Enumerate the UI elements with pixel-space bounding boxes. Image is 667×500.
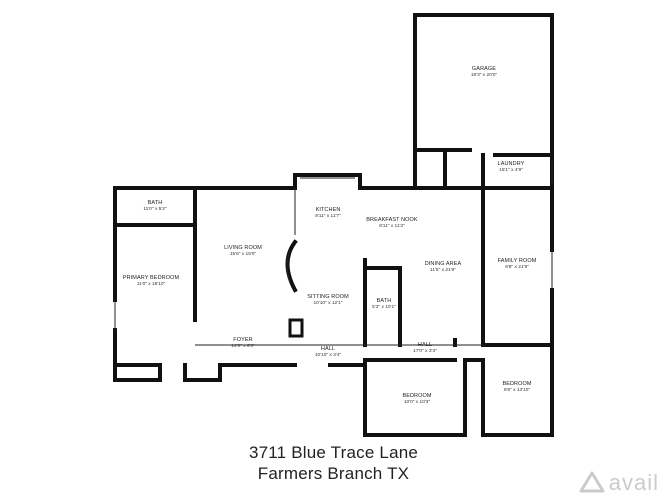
room-dim: 9'8" x 21'9" (505, 264, 529, 270)
room-dim: 11'0" x 5'2" (143, 206, 167, 212)
room-dim: 10'10" x 12'1" (314, 300, 343, 306)
avail-logo-icon (579, 471, 605, 493)
main-walls (113, 173, 554, 437)
room-labels: GARAGE 19'3" x 20'0" LAUNDRY 15'1" x 4'9… (123, 66, 537, 405)
room-name: DINING AREA (425, 261, 462, 267)
watermark-text: avail (608, 470, 659, 495)
watermark: avail (579, 470, 659, 496)
room-dim: 11'5" x 21'9" (430, 267, 456, 273)
room-dim: 5'3" x 10'1" (372, 304, 396, 310)
room-name: KITCHEN (316, 207, 341, 213)
room-dim: 8'11" x 11'7" (315, 213, 341, 219)
room-name: FOYER (233, 337, 252, 343)
stair-curve (285, 239, 304, 338)
room-dim: 19'3" x 20'0" (471, 72, 498, 78)
address-caption: 3711 Blue Trace Lane (248, 443, 419, 462)
room-dim: 14'3" x 6'0" (231, 343, 255, 349)
room-name: PRIMARY BEDROOM (123, 275, 180, 281)
room-dim: 11'0" x 18'10" (137, 281, 166, 287)
room-name: BEDROOM (502, 381, 531, 387)
room-dim: 9'8" x 13'10" (504, 387, 531, 393)
room-name: BATH (377, 298, 392, 304)
room-name: HALL (321, 346, 335, 352)
room-name: LAUNDRY (498, 161, 525, 167)
room-name: GARAGE (472, 66, 496, 72)
interior-walls (113, 177, 553, 367)
room-dim: 10'10" x 3'4" (315, 352, 342, 358)
room-dim: 15'6" x 15'0" (230, 251, 257, 257)
room-dim: 8'11" x 11'3" (379, 223, 405, 229)
room-name: LIVING ROOM (224, 245, 262, 251)
room-name: SITTING ROOM (307, 294, 349, 300)
room-dim: 17'0" x 3'3" (413, 348, 437, 354)
room-name: BREAKFAST NOOK (366, 217, 418, 223)
city-caption: Farmers Branch TX (257, 464, 410, 483)
room-name: BEDROOM (402, 393, 431, 399)
room-dim: 15'1" x 4'9" (499, 167, 523, 173)
room-dim: 10'0" x 10'3" (404, 399, 431, 405)
room-name: HALL (418, 342, 432, 348)
room-name: FAMILY ROOM (498, 258, 537, 264)
room-name: BATH (148, 200, 163, 206)
garage-walls (413, 13, 554, 157)
